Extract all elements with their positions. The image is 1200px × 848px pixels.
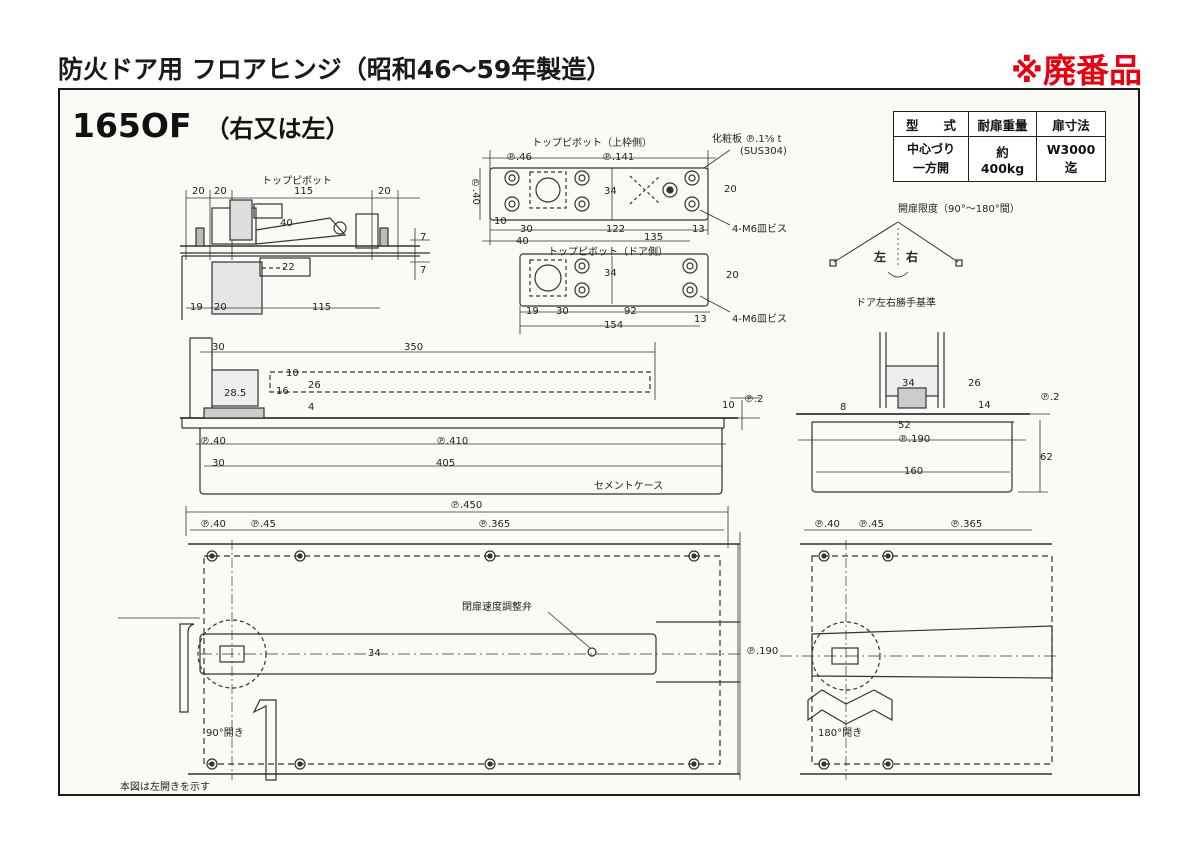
dim-20c: 20 <box>378 186 391 197</box>
dim-40b: 40 <box>516 236 529 247</box>
cover-plate-spec: ℗.1⅝ t <box>745 134 782 145</box>
dim-135: 135 <box>644 232 664 243</box>
dim-154: 154 <box>604 320 624 331</box>
plan-view-90 <box>118 506 741 781</box>
label-material: (SUS304) <box>740 146 787 157</box>
dim-20e: 20 <box>724 184 737 195</box>
dim-30a: 30 <box>520 224 533 235</box>
dim-26a: 26 <box>308 380 321 391</box>
dim-p40c: ℗.40 <box>200 519 226 530</box>
cover-plate-name: 化粧板 <box>712 134 742 145</box>
page-title: 防火ドア用 フロアヒンジ（昭和46～59年製造） <box>58 55 612 84</box>
dim-p141: ℗.141 <box>602 152 635 163</box>
dim-p450: ℗.450 <box>450 500 483 511</box>
dim-30c: 30 <box>212 342 225 353</box>
dim-92: 92 <box>624 306 637 317</box>
label-top-pivot-door: トップピボット（ドア側） <box>548 247 668 258</box>
top-pivot-upper-plate <box>479 149 731 245</box>
dim-52: 52 <box>898 420 911 431</box>
label-cement-case: セメントケース <box>594 481 664 492</box>
label-note: 本図は左開きを示す <box>120 782 210 793</box>
dim-p45a: ℗.45 <box>250 519 276 530</box>
dim-14: 14 <box>978 400 991 411</box>
dim-10: 10 <box>494 216 507 227</box>
dim-p40: ℗.40 <box>470 178 481 205</box>
label-speed-valve: 閉扉速度調整弁 <box>462 602 532 613</box>
dim-19a: 19 <box>190 302 203 313</box>
label-opening-limit: 開扉限度（90°～180°間） <box>898 204 1020 215</box>
dim-p190b: ℗.190 <box>746 646 779 657</box>
dim-p2b: ℗.2 <box>1040 392 1060 403</box>
dim-p40d: ℗.40 <box>814 519 840 530</box>
dim-34c: 34 <box>902 378 915 389</box>
dim-p40b: ℗.40 <box>200 436 226 447</box>
dim-160: 160 <box>904 466 924 477</box>
dim-34a: 34 <box>604 186 617 197</box>
dim-13a: 13 <box>692 224 705 235</box>
dim-30d: 30 <box>212 458 225 469</box>
discontinued-badge: ※廃番品 <box>1010 51 1142 90</box>
label-screw-upper: 4-M6皿ビス <box>732 224 787 235</box>
dim-34b: 34 <box>604 268 617 279</box>
dim-p365b: ℗.365 <box>950 519 983 530</box>
spec-table: 型 式 耐扉重量 扉寸法 中心づり 一方開 約400kg W3000迄 <box>893 111 1106 182</box>
label-open-90: 90°開き <box>206 728 244 739</box>
top-pivot-side-view <box>180 190 430 320</box>
label-hand-basis: ドア左右勝手基準 <box>856 298 936 309</box>
plan-view-180 <box>780 529 1060 780</box>
dim-7b: 7 <box>420 265 427 276</box>
dim-62: 62 <box>1040 452 1053 463</box>
dim-115a: 115 <box>294 186 314 197</box>
label-screw-door: 4-M6皿ビス <box>732 314 787 325</box>
dim-10b: 10 <box>286 368 299 379</box>
dim-10c: 10 <box>722 400 735 411</box>
spec-weight: 約400kg <box>968 136 1037 182</box>
dim-4: 4 <box>308 402 315 413</box>
dim-405: 405 <box>436 458 456 469</box>
dim-8: 8 <box>840 402 847 413</box>
dim-122: 122 <box>606 224 626 235</box>
dim-115b: 115 <box>312 302 332 313</box>
dim-19b: 19 <box>526 306 539 317</box>
label-left: 左 <box>874 250 887 264</box>
dim-p2a: ℗.2 <box>744 394 764 405</box>
dim-p365a: ℗.365 <box>478 519 511 530</box>
dim-16: 16 <box>276 386 289 397</box>
label-right: 右 <box>906 250 919 264</box>
label-top-pivot: トップピボット <box>262 176 332 187</box>
spec-size: W3000迄 <box>1036 136 1106 182</box>
dim-40a: 40 <box>280 218 293 229</box>
dim-p190a: ℗.190 <box>898 434 931 445</box>
dim-34d: 34 <box>368 648 381 659</box>
dim-20d: 20 <box>214 302 227 313</box>
dim-26b: 26 <box>968 378 981 389</box>
dim-p410: ℗.410 <box>436 436 469 447</box>
model-number: 165OF （右又は左） <box>72 106 349 145</box>
label-open-180: 180°開き <box>818 728 863 739</box>
label-top-pivot-upper: トップピボット（上枠側） <box>532 138 652 149</box>
dim-20b: 20 <box>214 186 227 197</box>
dim-20a: 20 <box>192 186 205 197</box>
cross-section-view <box>796 332 1050 493</box>
dim-350: 350 <box>404 342 424 353</box>
dim-p46: ℗.46 <box>506 152 532 163</box>
side-section-view <box>180 337 760 495</box>
dim-20f: 20 <box>726 270 739 281</box>
label-cover-plate: 化粧板 ℗.1⅝ t <box>712 130 782 145</box>
dim-22: 22 <box>282 262 295 273</box>
dim-13b: 13 <box>694 314 707 325</box>
model-code: 165OF <box>72 106 192 145</box>
dim-28-5: 28.5 <box>224 388 247 399</box>
dim-30b: 30 <box>556 306 569 317</box>
top-pivot-door-plate <box>519 253 731 334</box>
model-variant: （右又は左） <box>205 115 350 143</box>
dim-p45b: ℗.45 <box>858 519 884 530</box>
dim-7a: 7 <box>420 232 427 243</box>
door-hand-diagram <box>829 221 963 278</box>
